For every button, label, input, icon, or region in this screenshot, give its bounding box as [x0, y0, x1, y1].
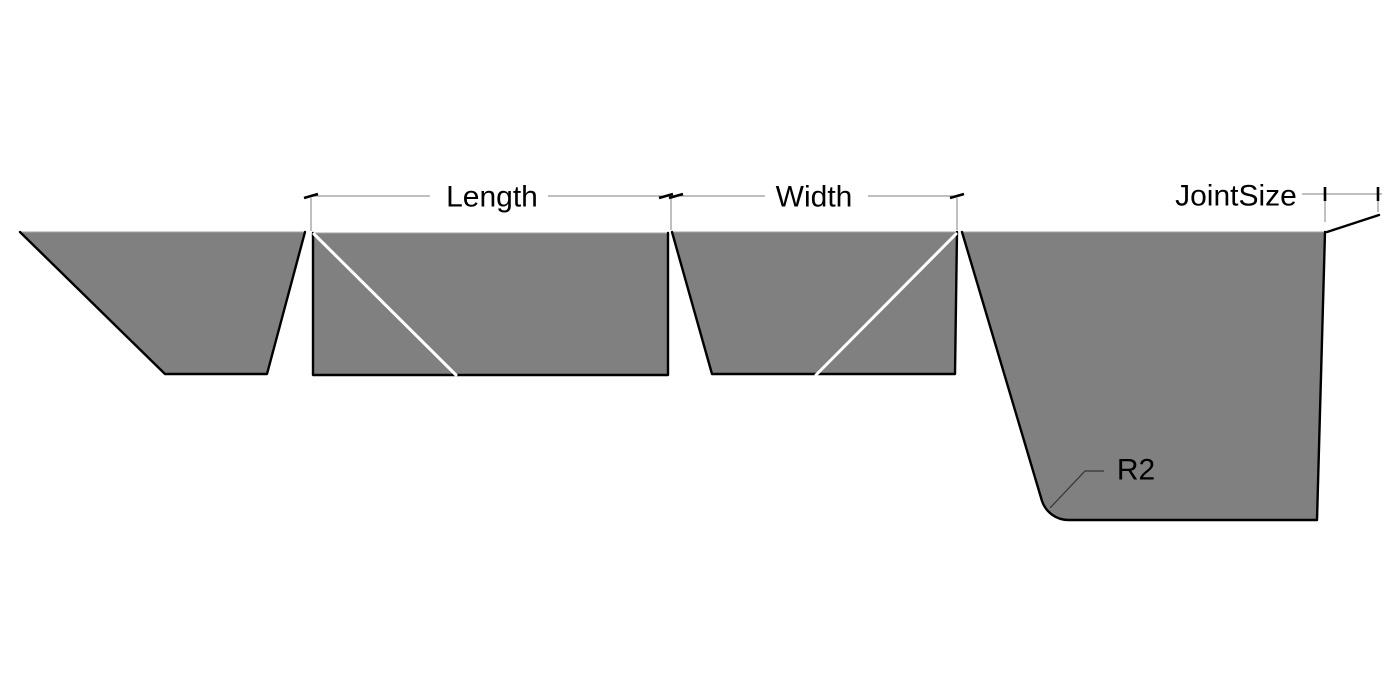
width-dimension-label: Width	[776, 181, 853, 214]
dimension-tick-marks	[303, 187, 1380, 201]
left-groove-section	[20, 232, 305, 374]
jointsize-dimension-label: JointSize	[1175, 180, 1297, 213]
top-surface-line	[20, 231, 1327, 234]
length-block-section	[313, 233, 668, 375]
length-block-outline	[311, 231, 670, 377]
width-block-outline	[670, 230, 959, 376]
joint-block-section	[962, 232, 1325, 520]
joint-block-outline	[960, 230, 1327, 522]
radius-label: R2	[1117, 454, 1155, 487]
radius-leader-line	[1049, 470, 1104, 509]
width-block-section	[672, 232, 957, 374]
groove-diagonal-lines	[312, 232, 958, 377]
length-dimension-label: Length	[446, 181, 538, 214]
dimension-lines	[311, 193, 1382, 197]
left-groove-outline	[18, 230, 307, 376]
extension-lines	[310, 198, 1379, 231]
joint-lip-edge	[1325, 213, 1381, 234]
